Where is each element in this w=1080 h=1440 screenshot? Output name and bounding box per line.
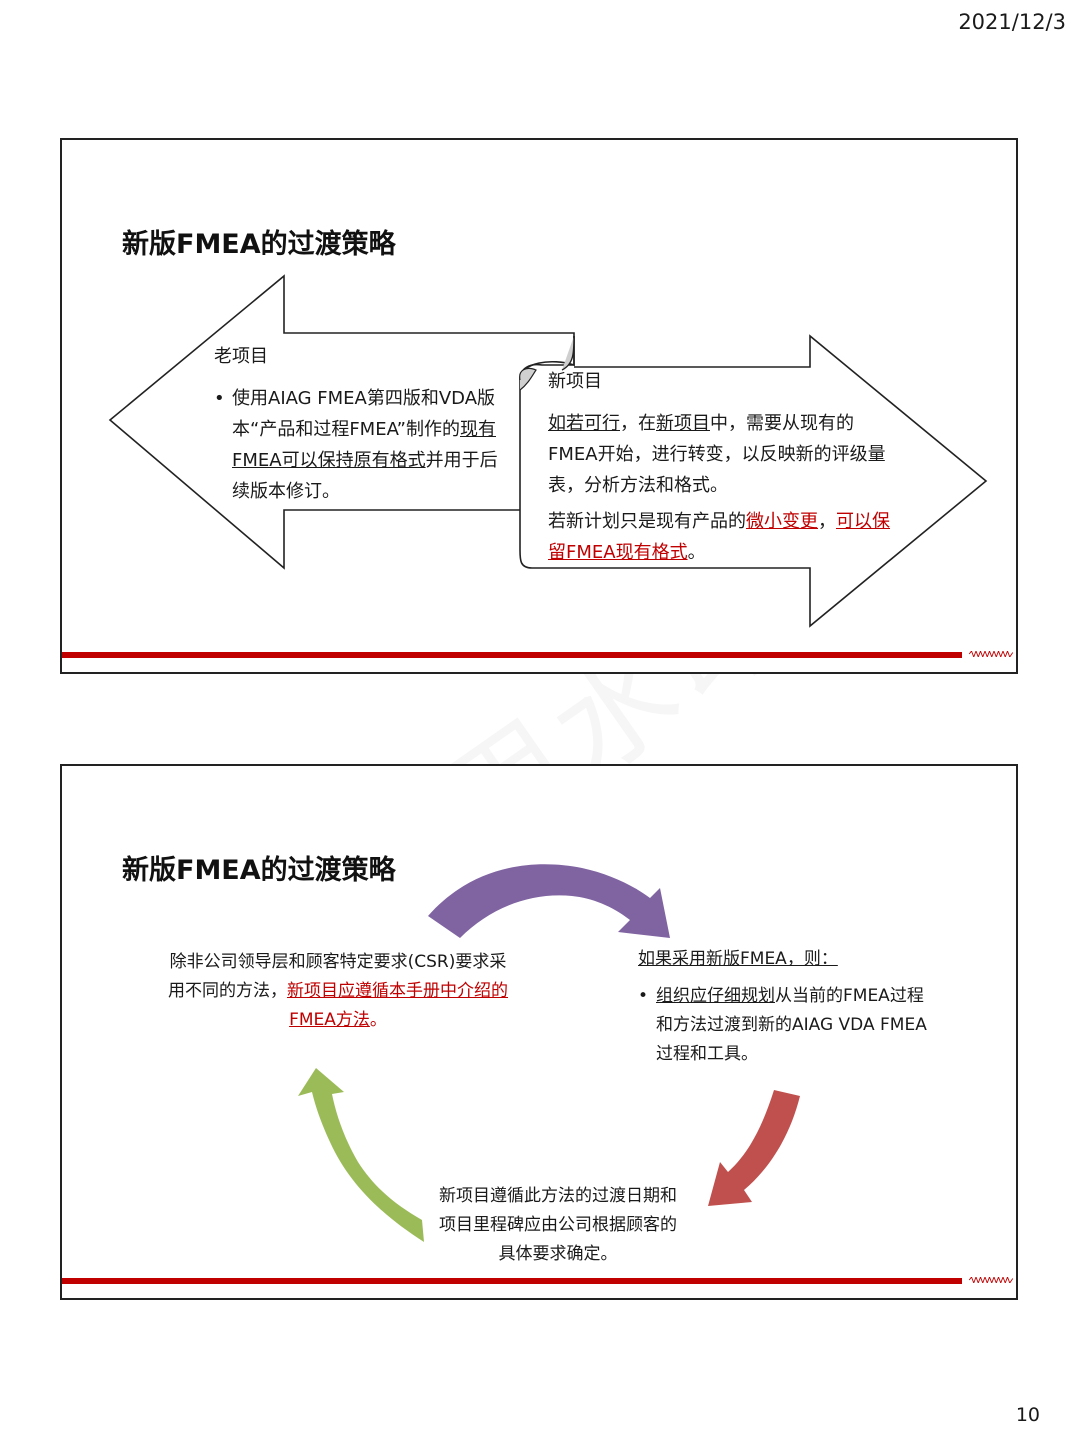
new-p2-t1: 若新计划只是现有产品的 (548, 511, 746, 532)
slide-1-wave-decoration (968, 651, 1014, 657)
new-project-heading: 新项目 (548, 371, 602, 392)
left-cycle-text: 除非公司领导层和顾客特定要求(CSR)要求采用不同的方法，新项目应遵循本手册中介… (168, 948, 508, 1035)
red-arc-arrow (708, 1090, 800, 1206)
right-bullet-underlined: 组织应仔细规划 (656, 986, 775, 1006)
new-project-paragraph-2: 若新计划只是现有产品的微小变更，可以保留FMEA现有格式。 (548, 506, 893, 568)
slide-2: 新版FMEA的过渡策略 除非公司领导层和顾客特定要求(CSR)要求采用不同的方法… (60, 764, 1018, 1300)
new-p1-t1: ，在 (620, 413, 656, 434)
new-project-paragraph-1: 如若可行，在新项目中，需要从现有的FMEA开始，进行转变，以反映新的评级量表，分… (548, 408, 893, 501)
right-bullet-tail: 从当前的FMEA过程和方法过渡到新的AIAG VDA FMEA过程和工具。 (656, 986, 927, 1064)
old-project-tail: 并用于后续版本修订。 (232, 450, 498, 502)
old-project-underlined: 现有FMEA可以保持原有格式 (232, 419, 496, 471)
page-number: 10 (1015, 1404, 1040, 1426)
new-p2-t3: 。 (687, 542, 706, 563)
new-p2-u2: 可以保留FMEA现有格式 (548, 511, 890, 563)
cycle-diagram (298, 864, 800, 1242)
new-p1-t2: 中，需要从现有的FMEA开始，进行转变，以反映新的评级量表，分析方法和格式。 (548, 413, 886, 496)
right-cycle-heading: 如果采用新版FMEA，则： (638, 949, 838, 969)
left-red-underlined: 新项目应遵循本手册中介绍的FMEA方法 (287, 981, 508, 1030)
slide-1-footer-line (62, 652, 962, 658)
slide-1: 新版FMEA的过渡策略 老项目 • 使用AIAG FMEA第四版和VDA版本“产… (60, 138, 1018, 674)
new-p1-u2: 新项目 (656, 413, 710, 434)
slide-2-footer-line (62, 1278, 962, 1284)
new-p2-u1: 微小变更 (746, 511, 818, 532)
double-arrow-diagram (108, 274, 988, 628)
purple-arc-arrow (428, 864, 670, 938)
slide-2-wave-decoration (968, 1277, 1014, 1283)
bullet-dot-icon: • (638, 986, 649, 1006)
right-cycle-bullet: • 组织应仔细规划从当前的FMEA过程和方法过渡到新的AIAG VDA FMEA… (638, 982, 928, 1069)
bottom-cycle-text: 新项目遵循此方法的过渡日期和项目里程碑应由公司根据顾客的具体要求确定。 (439, 1186, 677, 1264)
right-arrow-scroll-shape (520, 336, 986, 626)
green-arc-arrow (298, 1068, 424, 1242)
old-project-bullet-text: 使用AIAG FMEA第四版和VDA版本“产品和过程FMEA”制作的现有FMEA… (232, 383, 504, 507)
bullet-dot-icon: • (214, 388, 225, 409)
left-tail: 。 (369, 1010, 387, 1030)
old-project-bullet: • 使用AIAG FMEA第四版和VDA版本“产品和过程FMEA”制作的现有FM… (214, 383, 504, 507)
slide-1-title: 新版FMEA的过渡策略 (122, 229, 396, 260)
slide-2-title: 新版FMEA的过渡策略 (122, 855, 396, 886)
header-date: 2021/12/3 (958, 10, 1066, 34)
old-project-heading: 老项目 (214, 346, 268, 367)
old-project-plain: 使用AIAG FMEA第四版和VDA版本“产品和过程FMEA”制作的 (232, 388, 496, 440)
left-plain: 除非公司领导层和顾客特定要求(CSR)要求采用不同的方法， (168, 952, 507, 1001)
right-bullet-text: 组织应仔细规划从当前的FMEA过程和方法过渡到新的AIAG VDA FMEA过程… (656, 982, 928, 1069)
new-p2-t2: ， (818, 511, 836, 532)
new-p1-u1: 如若可行 (548, 413, 620, 434)
